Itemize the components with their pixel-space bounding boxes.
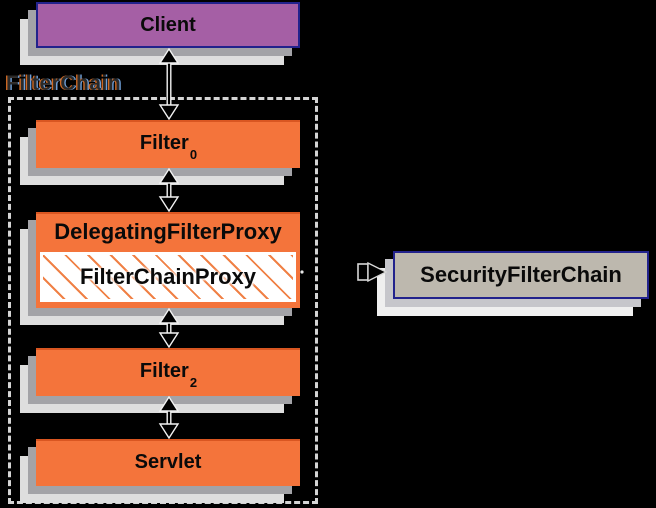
filterchainproxy-securityfilterchain-arrow	[300, 261, 388, 283]
filter2-subscript: 2	[189, 374, 198, 390]
client-label: Client	[140, 13, 196, 36]
filterchain-label: FilterChain	[6, 72, 122, 95]
delegating-filter-proxy-label: DelegatingFilterProxy	[54, 219, 282, 244]
filter0-delegating-arrow	[158, 168, 180, 212]
delegating-filter-proxy-box: DelegatingFilterProxy FilterChainProxy	[36, 212, 300, 308]
filter0-box: Filter0	[36, 120, 300, 168]
filter2-label: Filter2	[139, 359, 198, 390]
security-filter-chain-box: SecurityFilterChain	[393, 251, 649, 299]
client-box: Client	[36, 2, 300, 48]
filter0-label: Filter0	[139, 131, 198, 162]
filter-chain-proxy-label: FilterChainProxy	[79, 264, 257, 289]
filter2-servlet-arrow	[158, 396, 180, 439]
delegating-filter2-arrow	[158, 308, 180, 348]
filter-chain-proxy-box: FilterChainProxy	[40, 252, 296, 302]
filter0-subscript: 0	[189, 146, 198, 162]
filter2-box: Filter2	[36, 348, 300, 396]
servlet-label: Servlet	[134, 451, 202, 473]
security-filter-chain-label: SecurityFilterChain	[420, 262, 622, 287]
servlet-box: Servlet	[36, 439, 300, 486]
client-filter0-arrow	[158, 48, 180, 120]
